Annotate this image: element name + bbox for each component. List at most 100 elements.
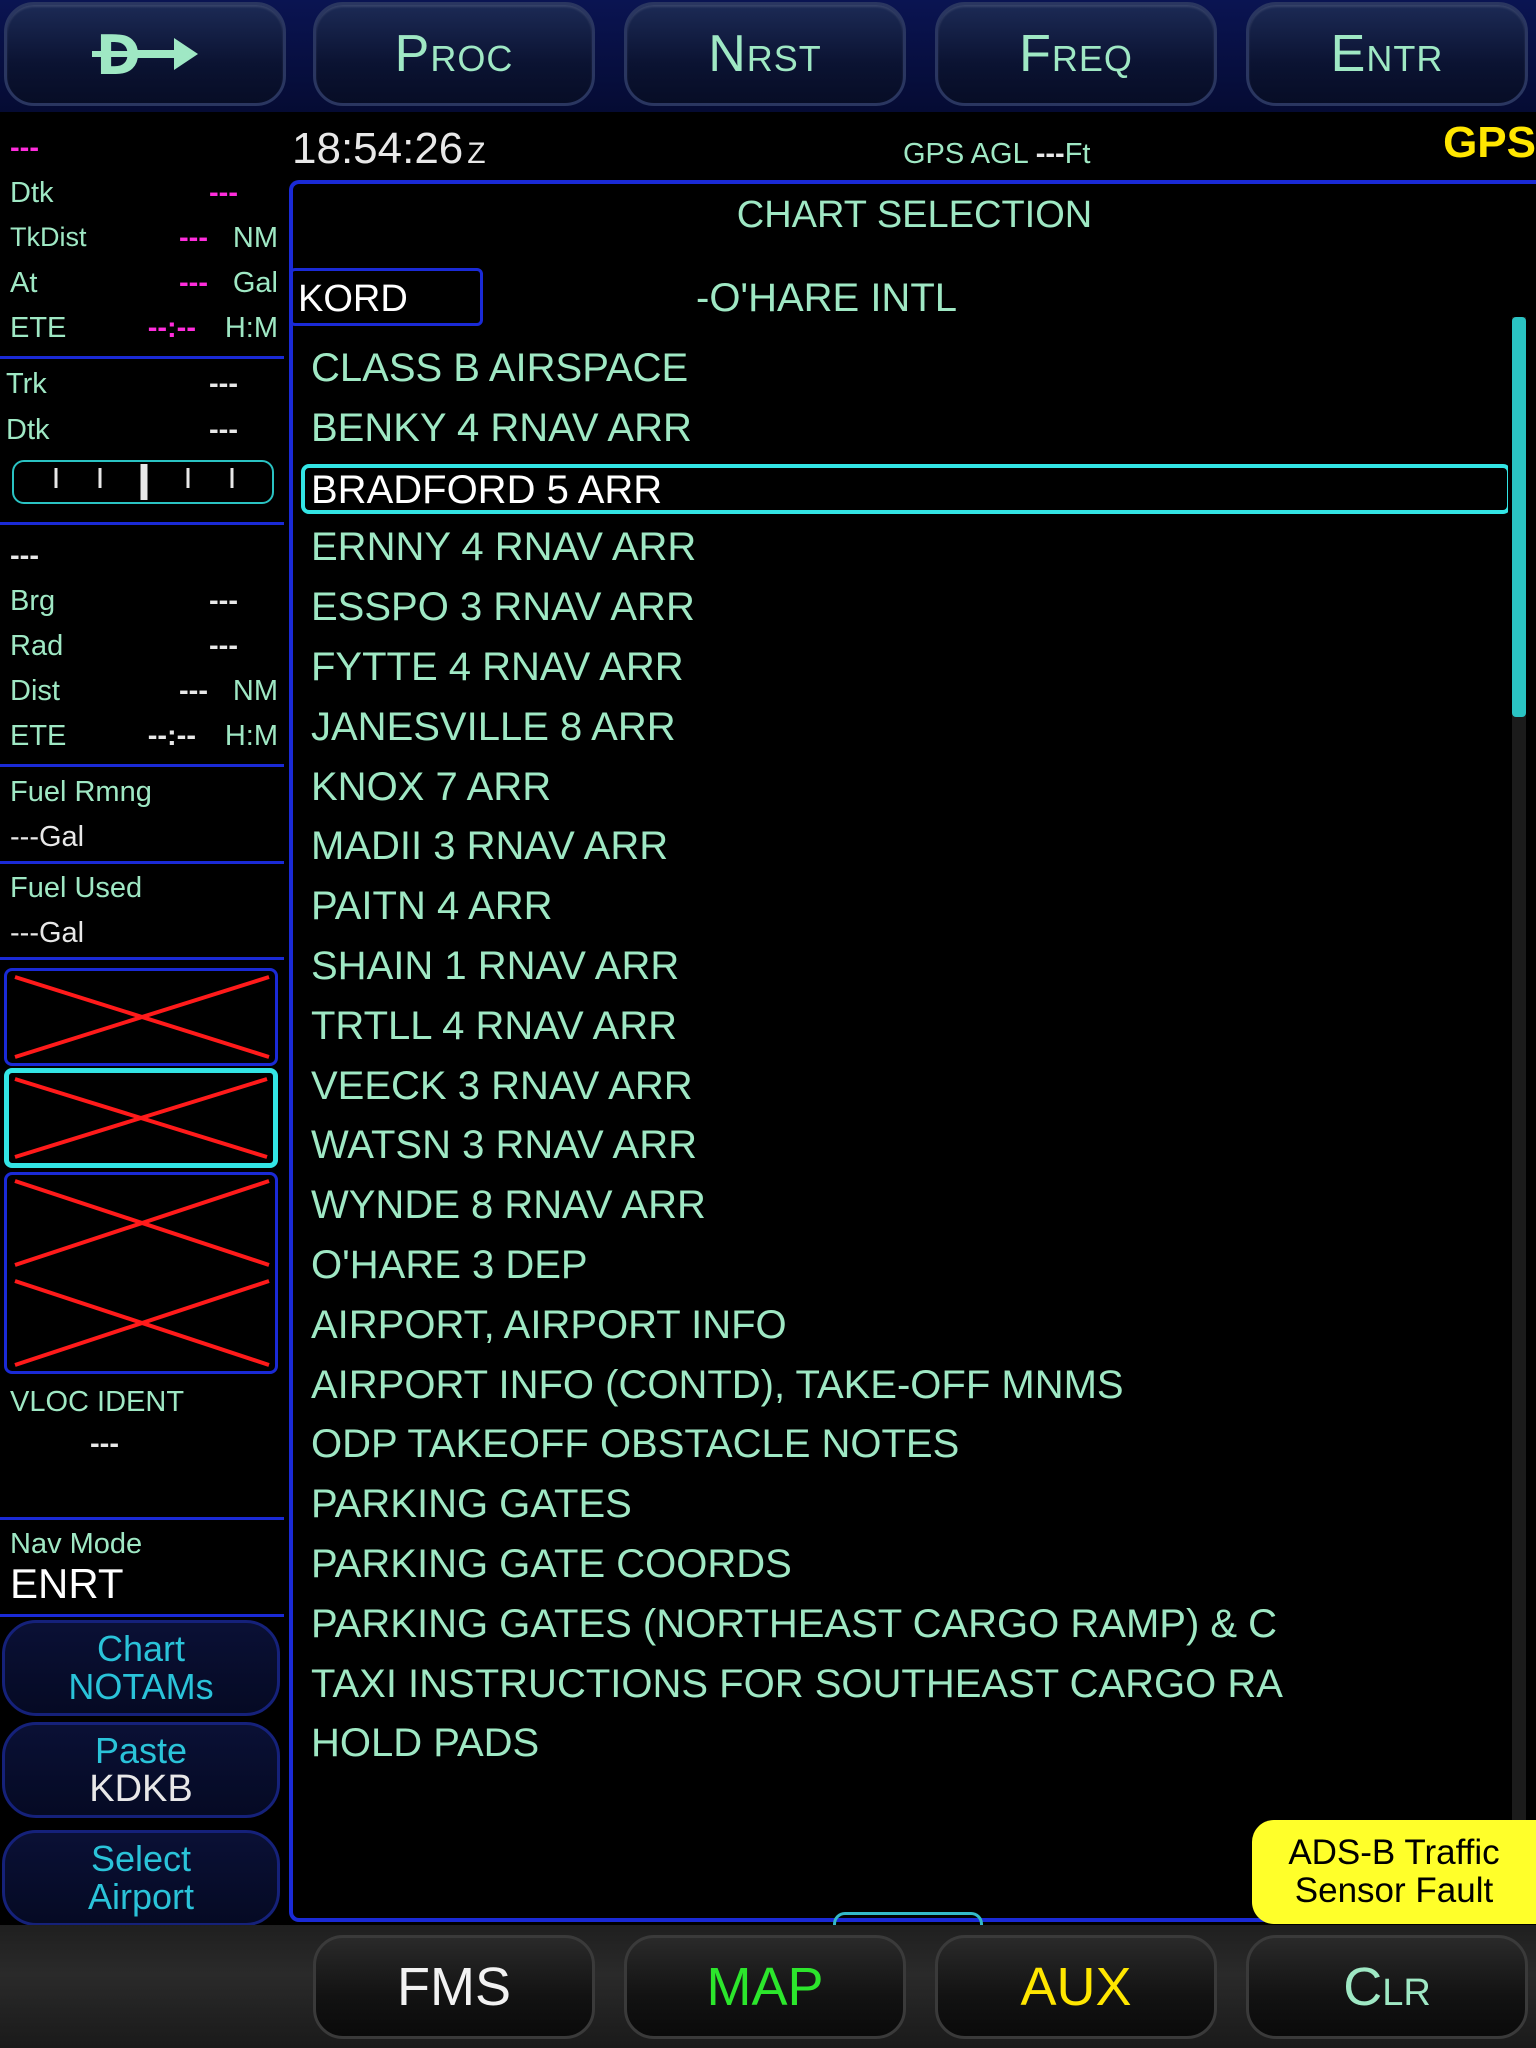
map-button[interactable]: MAP	[624, 1935, 906, 2039]
chart-list-item[interactable]: PAITN 4 ARR	[311, 884, 553, 929]
chart-list-item[interactable]: PARKING GATES (NORTHEAST CARGO RAMP) & C	[311, 1601, 1278, 1646]
ads-b-fault-alert[interactable]: ADS-B Traffic Sensor Fault	[1252, 1820, 1536, 1924]
at-value: ---	[179, 267, 208, 299]
ete1-label: ETE	[10, 312, 67, 344]
page-title: CHART SELECTION	[736, 194, 1093, 236]
vloc-ident-label-row: VLOC IDENT	[10, 1386, 278, 1426]
dist-label: Dist	[10, 675, 60, 707]
chart-list-item[interactable]: HOLD PADS	[311, 1721, 540, 1766]
vloc-ident-label: VLOC IDENT	[10, 1386, 185, 1418]
chart-list-item-selected[interactable]: BRADFORD 5 ARR	[301, 463, 1508, 514]
chart-list-item[interactable]: VEECK 3 RNAV ARR	[311, 1063, 693, 1108]
aux-button[interactable]: AUX	[935, 1935, 1217, 2039]
chart-list-item[interactable]: JANESVILLE 8 ARR	[311, 704, 676, 749]
chart-list-item[interactable]: MADII 3 RNAV ARR	[311, 824, 669, 869]
active-waypoint-value: ---	[10, 132, 39, 164]
chart-list-item[interactable]: BENKY 4 RNAV ARR	[311, 405, 692, 450]
proc-button[interactable]: Proc	[313, 2, 595, 106]
page-tab-indicator[interactable]	[833, 1912, 983, 1927]
nav-mode-label: Nav Mode	[10, 1528, 143, 1560]
dist-value: ---	[179, 675, 208, 707]
agl-label: GPS AGL	[903, 138, 1028, 170]
tkdist-value: ---	[179, 222, 208, 254]
chart-list-item[interactable]: AIRPORT, AIRPORT INFO	[311, 1302, 787, 1347]
rad-value: ---	[209, 630, 238, 662]
fuel-used-value: ---Gal	[10, 917, 85, 949]
chart-list-item[interactable]: CLASS B AIRSPACE	[311, 346, 689, 390]
dist-unit: NM	[232, 675, 278, 707]
divider	[0, 957, 284, 960]
vloc-waypoint-value: ---	[10, 540, 39, 572]
chart-list-item[interactable]: ERNNY 4 RNAV ARR	[311, 525, 697, 570]
alert-line1: ADS-B Traffic	[1288, 1833, 1500, 1872]
chart-list-item[interactable]: PARKING GATE COORDS	[311, 1542, 792, 1586]
paste-airport-button[interactable]: Paste KDKB	[2, 1722, 280, 1818]
chart-notams-button[interactable]: Chart NOTAMs	[2, 1620, 280, 1716]
nav-mode-label-row: Nav Mode	[10, 1528, 278, 1568]
rad-row: Rad ---	[10, 630, 278, 670]
paste-line1: Paste	[94, 1730, 188, 1771]
chart-list[interactable]: CLASS B AIRSPACE BENKY 4 RNAV ARR BRADFORD…	[293, 340, 1508, 1780]
divider	[0, 1614, 284, 1617]
divider	[0, 522, 284, 525]
chart-list-item[interactable]: AIRPORT INFO (CONTD), TAKE-OFF MNMS	[311, 1362, 1124, 1407]
trk-label: Trk	[6, 368, 47, 400]
dtk2-row: Dtk ---	[6, 414, 278, 454]
at-label: At	[10, 267, 38, 299]
cdi-indicator	[12, 460, 274, 504]
top-button-bar: D Proc Nrst Freq Entr	[0, 0, 1536, 112]
scrollbar[interactable]	[1512, 317, 1526, 1912]
fault-x-icon	[14, 1077, 268, 1159]
chart-list-item[interactable]: WATSN 3 RNAV ARR	[311, 1123, 697, 1168]
vloc-ident-value: ---	[90, 1428, 119, 1460]
rad-label: Rad	[10, 630, 64, 662]
alert-line2: Sensor Fault	[1294, 1871, 1494, 1910]
nrst-button[interactable]: Nrst	[624, 2, 906, 106]
ete2-row: ETE --:-- H:M	[10, 720, 278, 760]
select-airport-button[interactable]: Select Airport	[2, 1830, 280, 1926]
chart-list-item[interactable]: ODP TAKEOFF OBSTACLE NOTES	[311, 1422, 960, 1467]
dtk-value: ---	[209, 177, 238, 209]
chart-list-item[interactable]: SHAIN 1 RNAV ARR	[311, 944, 680, 988]
chart-list-item[interactable]: ESSPO 3 RNAV ARR	[311, 585, 695, 630]
select-airport-line1: Select	[90, 1838, 192, 1879]
chart-list-item[interactable]: FYTTE 4 RNAV ARR	[311, 645, 684, 689]
freq-button[interactable]: Freq	[935, 2, 1217, 106]
nav-mode-value-row: ENRT	[10, 1560, 278, 1610]
ete1-value: --:--	[147, 312, 196, 344]
chart-list-item[interactable]: TRTLL 4 RNAV ARR	[311, 1003, 678, 1048]
dtk2-label: Dtk	[6, 414, 50, 446]
chart-list-item[interactable]: O'HARE 3 DEP	[311, 1243, 588, 1287]
chart-list-item[interactable]: SPECIAL LOW VIS U/A TAXILANE	[311, 1775, 933, 1780]
chart-selection-panel: CHART SELECTION KORD -O'HARE INTL CLASS …	[289, 180, 1536, 1922]
direct-to-button[interactable]: D	[4, 2, 286, 106]
fuel-rmng-label: Fuel Rmng	[10, 776, 152, 808]
at-row: At --- Gal	[10, 267, 278, 307]
clock-zulu: Z	[467, 137, 486, 170]
scrollbar-thumb[interactable]	[1512, 317, 1526, 717]
entr-button[interactable]: Entr	[1246, 2, 1528, 106]
chart-list-item[interactable]: TAXI INSTRUCTIONS FOR SOUTHEAST CARGO RA	[311, 1661, 1283, 1706]
fault-x-icon	[14, 975, 270, 1059]
chart-notams-line1: Chart	[96, 1628, 186, 1669]
clock-time: 18:54:26	[292, 124, 464, 173]
failed-datafield-2[interactable]	[4, 1068, 278, 1168]
chart-list-item[interactable]: PARKING GATES	[311, 1482, 632, 1527]
failed-datafield-1[interactable]	[4, 968, 278, 1066]
vloc-ident-value-row: ---	[10, 1428, 278, 1468]
divider	[0, 764, 284, 767]
fms-button[interactable]: FMS	[313, 1935, 595, 2039]
chart-list-item[interactable]: KNOX 7 ARR	[311, 764, 552, 809]
brg-label: Brg	[10, 585, 56, 617]
clr-button[interactable]: Clr	[1246, 1935, 1528, 2039]
airport-id-field[interactable]: KORD	[289, 268, 483, 326]
tkdist-unit: NM	[232, 222, 278, 254]
airport-name: -O'HARE INTL	[696, 276, 957, 320]
chart-list-item[interactable]: WYNDE 8 RNAV ARR	[311, 1183, 706, 1228]
ete1-unit: H:M	[224, 312, 278, 344]
direct-to-icon: D	[92, 24, 198, 84]
brg-row: Brg ---	[10, 585, 278, 625]
paste-line2: KDKB	[89, 1768, 193, 1810]
failed-datafield-3[interactable]	[4, 1172, 278, 1374]
fuel-used-label-row: Fuel Used	[10, 872, 278, 912]
